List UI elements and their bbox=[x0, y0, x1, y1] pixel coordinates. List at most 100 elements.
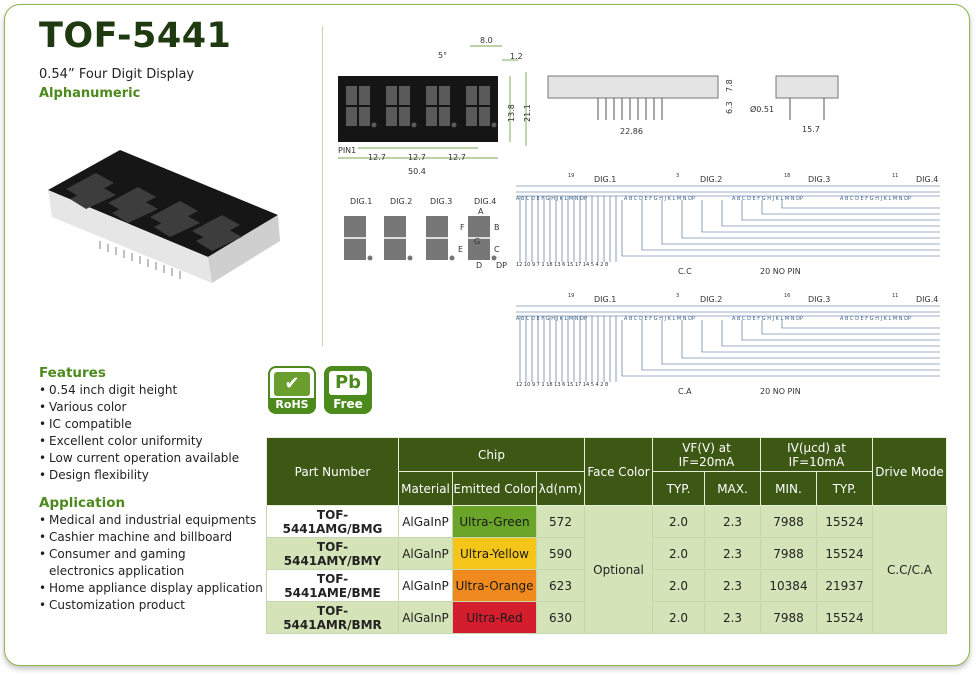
svg-text:DIG.3: DIG.3 bbox=[808, 175, 830, 184]
list-item: Consumer and gaming electronics applicat… bbox=[39, 546, 239, 580]
header-vf-typ: TYP. bbox=[652, 471, 705, 506]
svg-text:DIG.4: DIG.4 bbox=[474, 197, 496, 206]
table-row: TOF-5441AME/BME AlGaInP Ultra-Orange 623… bbox=[266, 569, 947, 602]
header-lambda: λd(nm) bbox=[536, 471, 585, 506]
dim-label: 50.4 bbox=[408, 167, 426, 176]
svg-text:DIG.2: DIG.2 bbox=[390, 197, 412, 206]
svg-text:DIG.1: DIG.1 bbox=[594, 295, 616, 304]
svg-text:A B C D E F G H J K L M N DP: A B C D E F G H J K L M N DP bbox=[840, 196, 911, 202]
list-item: Low current operation available bbox=[39, 450, 239, 467]
features-list: 0.54 inch digit height Various color IC … bbox=[39, 382, 239, 484]
header-drive: Drive Mode bbox=[872, 437, 947, 506]
front-dimension-drawing: 8.0 5° 1.2 13.8 21.1 12.7 12.7 12.7 50.4… bbox=[338, 36, 532, 176]
application-heading: Application bbox=[39, 495, 126, 511]
svg-text:3: 3 bbox=[676, 173, 679, 179]
check-icon: ✔ bbox=[274, 372, 310, 396]
svg-text:11: 11 bbox=[892, 293, 898, 299]
svg-text:DIG.1: DIG.1 bbox=[594, 175, 616, 184]
svg-text:A B C D E F G H J K L M N DP: A B C D E F G H J K L M N DP bbox=[732, 316, 803, 322]
dim-label: 1.2 bbox=[510, 52, 523, 61]
list-item: 0.54 inch digit height bbox=[39, 382, 239, 399]
svg-text:A B C D E F G H J K L M N DP: A B C D E F G H J K L M N DP bbox=[624, 196, 695, 202]
product-photo bbox=[48, 150, 280, 283]
header-iv-typ: TYP. bbox=[816, 471, 873, 506]
svg-text:A B C D E F G H J K L M N DP: A B C D E F G H J K L M N DP bbox=[624, 316, 695, 322]
list-item: Medical and industrial equipments bbox=[39, 512, 263, 529]
svg-text:A: A bbox=[478, 207, 484, 216]
header-material: Material bbox=[398, 471, 453, 506]
dim-label: 22.86 bbox=[620, 127, 643, 136]
svg-text:DIG.2: DIG.2 bbox=[700, 295, 722, 304]
header-iv-min: MIN. bbox=[760, 471, 817, 506]
svg-text:20 NO PIN: 20 NO PIN bbox=[760, 387, 801, 396]
list-item: Home appliance display application bbox=[39, 580, 263, 597]
dim-label: 15.7 bbox=[802, 125, 820, 134]
svg-text:A B C D E F G H J K L M N DP: A B C D E F G H J K L M N DP bbox=[732, 196, 803, 202]
header-vf-max: MAX. bbox=[704, 471, 761, 506]
svg-text:F: F bbox=[460, 223, 465, 232]
svg-text:DIG.4: DIG.4 bbox=[916, 295, 938, 304]
product-category: Alphanumeric bbox=[39, 86, 141, 101]
list-item: Various color bbox=[39, 399, 239, 416]
svg-text:12 10 9 7 1 18 13 6 15 17 14 5: 12 10 9 7 1 18 13 6 15 17 14 5 4 2 8 bbox=[516, 382, 608, 388]
product-title: TOF-5441 bbox=[39, 16, 232, 56]
svg-text:DIG.2: DIG.2 bbox=[700, 175, 722, 184]
svg-text:C.A: C.A bbox=[678, 387, 692, 396]
circuit-diagram-ca: A B C D E F G H J K L M N DP A B C D E F… bbox=[516, 293, 940, 396]
svg-text:12 10 9 7 1 18 13 6 15 17 14 5: 12 10 9 7 1 18 13 6 15 17 14 5 4 2 8 bbox=[516, 262, 608, 268]
table-row: TOF-5441AMG/BMG AlGaInP Ultra-Green 572 … bbox=[266, 505, 947, 634]
list-item: Design flexibility bbox=[39, 467, 239, 484]
svg-text:DIG.3: DIG.3 bbox=[808, 295, 830, 304]
svg-text:A B C D E F G H J K L M N DP: A B C D E F G H J K L M N DP bbox=[840, 316, 911, 322]
svg-text:A B C D E F G H J K L M N DP: A B C D E F G H J K L M N DP bbox=[516, 316, 587, 322]
segment-view: DIG.1 DIG.2 DIG.3 DIG.4 A F B G C E D DP bbox=[344, 197, 507, 270]
header-emitted: Emitted Color bbox=[452, 471, 537, 506]
drive-mode-value: C.C/C.A bbox=[872, 505, 947, 634]
svg-text:19: 19 bbox=[568, 173, 574, 179]
svg-text:C.C: C.C bbox=[678, 267, 692, 276]
rohs-badge: ✔ RoHS bbox=[268, 366, 316, 414]
header-iv: IV(µcd) at IF=10mA bbox=[760, 437, 873, 472]
svg-text:A B C D E F G H J K L M N DP: A B C D E F G H J K L M N DP bbox=[516, 196, 587, 202]
svg-text:DIG.4: DIG.4 bbox=[916, 175, 938, 184]
svg-text:G: G bbox=[474, 237, 480, 246]
dim-label: 12.7 bbox=[368, 153, 386, 162]
svg-text:16: 16 bbox=[784, 293, 790, 299]
face-color-value: Optional bbox=[584, 505, 653, 634]
header-chip: Chip bbox=[398, 437, 585, 472]
svg-text:E: E bbox=[458, 245, 463, 254]
dim-label: 12.7 bbox=[448, 153, 466, 162]
dim-label: 13.8 bbox=[507, 104, 516, 122]
side-dimension-drawing: 22.86 7.8 6.3 Ø0.51 15.7 bbox=[547, 75, 839, 136]
table-row: TOF-5441AMY/BMY AlGaInP Ultra-Yellow 590… bbox=[266, 537, 947, 570]
svg-text:DIG.1: DIG.1 bbox=[350, 197, 372, 206]
circuit-diagram-cc: A B C D E F G H J K L M N DP A B C D E F… bbox=[516, 173, 940, 276]
list-item: Customization product bbox=[39, 597, 263, 614]
svg-text:18: 18 bbox=[784, 173, 790, 179]
svg-text:11: 11 bbox=[892, 173, 898, 179]
product-subtitle: 0.54” Four Digit Display bbox=[39, 67, 195, 82]
divider bbox=[322, 26, 323, 346]
dim-label: 6.3 bbox=[725, 101, 734, 114]
svg-text:C: C bbox=[494, 245, 500, 254]
pin-label: PIN1 bbox=[338, 146, 356, 155]
dim-label: 7.8 bbox=[725, 79, 734, 92]
svg-text:19: 19 bbox=[568, 293, 574, 299]
svg-text:DP: DP bbox=[496, 261, 507, 270]
list-item: Excellent color uniformity bbox=[39, 433, 239, 450]
header-face: Face Color bbox=[584, 437, 653, 506]
features-heading: Features bbox=[39, 365, 106, 381]
spec-table: Part Number Chip Face Color VF(V) at IF=… bbox=[266, 437, 947, 634]
table-row: TOF-5441AMR/BMR AlGaInP Ultra-Red 630 2.… bbox=[266, 601, 947, 634]
list-item: IC compatible bbox=[39, 416, 239, 433]
svg-text:D: D bbox=[476, 261, 482, 270]
svg-text:3: 3 bbox=[676, 293, 679, 299]
dim-label: 12.7 bbox=[408, 153, 426, 162]
pb-free-badge: Pb Free bbox=[324, 366, 372, 414]
dim-label: Ø0.51 bbox=[750, 104, 774, 114]
svg-text:DIG.3: DIG.3 bbox=[430, 197, 452, 206]
svg-text:B: B bbox=[494, 223, 500, 232]
svg-text:20 NO PIN: 20 NO PIN bbox=[760, 267, 801, 276]
dim-label: 5° bbox=[438, 51, 447, 60]
dim-label: 21.1 bbox=[523, 104, 532, 122]
